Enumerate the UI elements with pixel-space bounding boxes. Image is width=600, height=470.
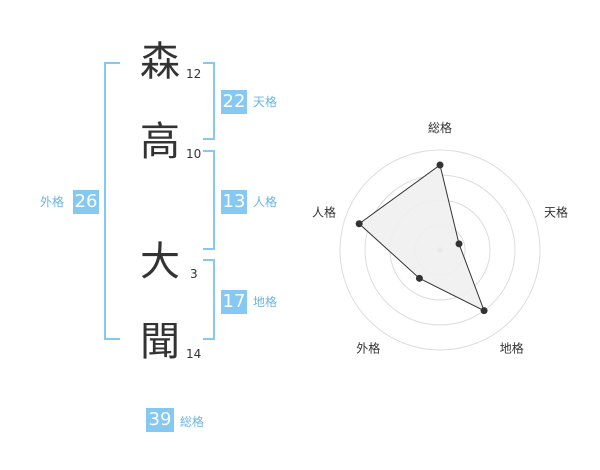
chikaku-label: 地格 xyxy=(253,295,278,309)
chikaku-badge: 17 xyxy=(221,290,247,314)
stroke-count-2: 10 xyxy=(186,147,202,161)
jinkaku-badge: 13 xyxy=(221,190,247,214)
radar-axis-label-1: 総格 xyxy=(428,120,452,135)
radar-value-polygon xyxy=(358,164,485,312)
tenkaku-badge: 22 xyxy=(221,90,247,114)
stroke-count-1: 12 xyxy=(186,67,202,81)
jinkaku-bracket xyxy=(203,150,215,250)
tenkaku-label: 天格 xyxy=(253,95,278,109)
radar-point-3 xyxy=(480,307,488,315)
gaikaku-label: 外格 xyxy=(40,195,65,209)
chikaku-bracket xyxy=(203,259,215,340)
radar-point-1 xyxy=(436,161,444,169)
kanji-4: 聞 xyxy=(140,319,180,365)
radar-point-2 xyxy=(455,240,463,248)
radar-axis-label-3: 地格 xyxy=(500,341,524,356)
jinkaku-label: 人格 xyxy=(253,195,278,209)
gaikaku-badge: 26 xyxy=(73,190,99,214)
radar-ring-4 xyxy=(339,149,541,351)
radar-point-4 xyxy=(415,274,423,282)
kanji-1: 森 xyxy=(140,39,180,85)
gaikaku-bracket xyxy=(104,62,120,340)
tenkaku-bracket xyxy=(203,62,215,140)
radar-point-5 xyxy=(355,220,363,228)
radar-axis-label-5: 人格 xyxy=(312,204,336,219)
radar-axis-label-2: 天格 xyxy=(544,204,568,219)
kanji-3: 大 xyxy=(140,239,180,285)
stroke-count-3: 3 xyxy=(190,267,198,281)
soukaku-badge: 39 xyxy=(146,408,174,432)
radar-axis-label-4: 外格 xyxy=(356,341,380,356)
kanji-2: 高 xyxy=(140,119,180,165)
stroke-count-4: 14 xyxy=(186,347,202,361)
soukaku-label: 総格 xyxy=(180,415,205,429)
